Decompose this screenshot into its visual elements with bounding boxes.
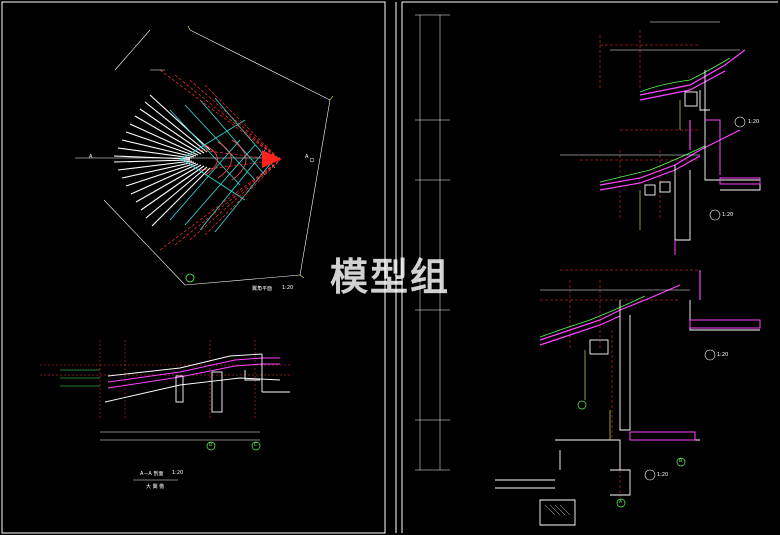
plan-axis-a-left: A [89,154,93,160]
section-a-title: A－A 剖面 [140,471,164,477]
wall-section-axis-b: B [679,459,683,464]
section-a-scale: 1:20 [172,470,184,476]
wall-section-axis-a: A [619,500,623,505]
section-a-drawing [40,340,290,481]
wall-section-scale-3: 1:20 [717,352,729,358]
section-a-subtitle: 大 翼 檐 [146,484,165,490]
plan-axis-a-right: A [305,154,309,160]
wall-section-scale-1: 1:20 [748,119,760,125]
plan-scale: 1:20 [282,285,294,291]
section-a-axis-c: C [254,443,258,448]
eave-corner-plan [75,25,334,286]
wall-section-drawing [415,14,761,526]
wall-section-scale-2: 1:20 [722,212,734,218]
left-sheet-frame [1,1,386,534]
wall-section-scale-4: 1:20 [657,472,669,478]
section-a-axis-b: B [209,443,213,448]
watermark-text: 模型组 [330,255,451,299]
plan-title: 翼角平面 [252,286,273,292]
